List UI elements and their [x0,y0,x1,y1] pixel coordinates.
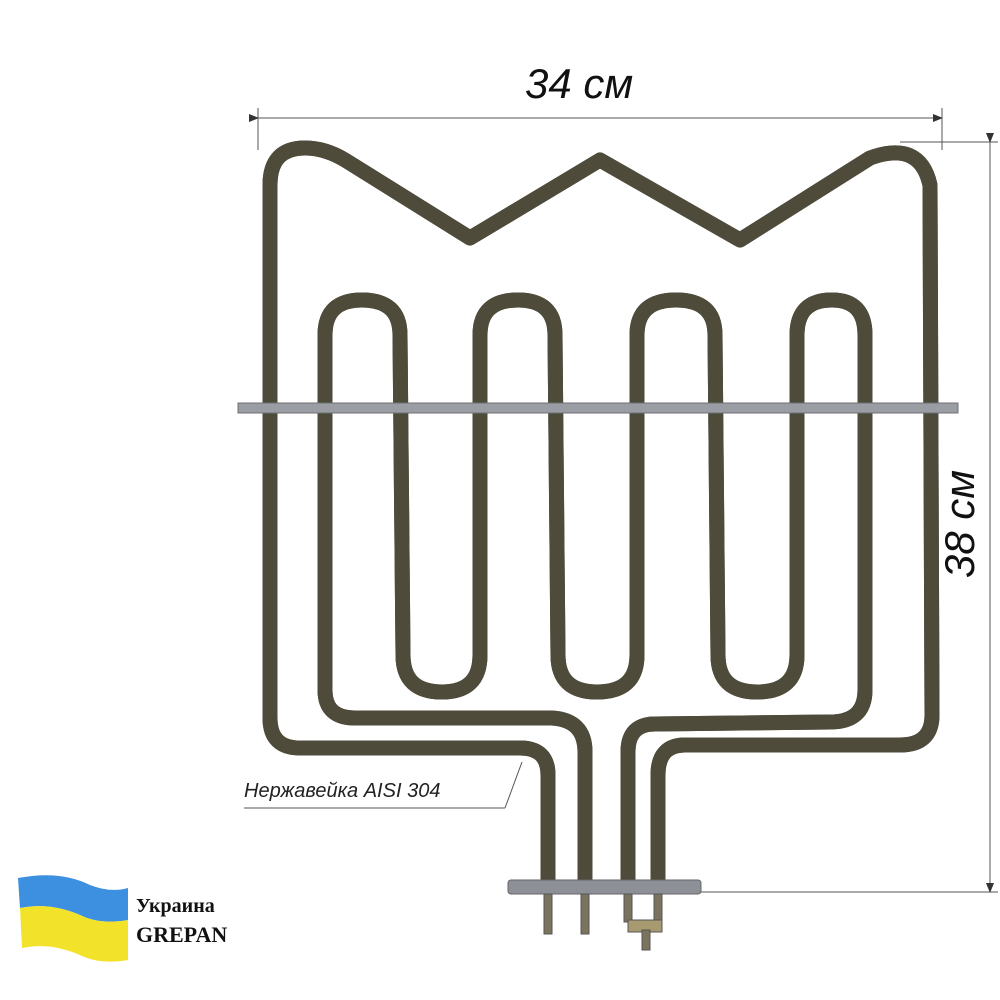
brand-country: Украина [136,895,215,917]
dimension-lines [244,108,998,893]
brand-name: GREPAN [136,922,228,947]
height-dimension-label: 38 см [936,469,983,579]
mounting-bracket [507,879,702,895]
width-dimension-label: 34 см [525,60,634,107]
brand-block: Украина GREPAN [136,892,227,951]
ukraine-flag-icon [18,875,128,962]
material-label: Нержавейка AISI 304 [244,780,441,802]
support-bar [237,402,959,414]
heating-tube [262,140,940,888]
terminals [543,893,663,951]
